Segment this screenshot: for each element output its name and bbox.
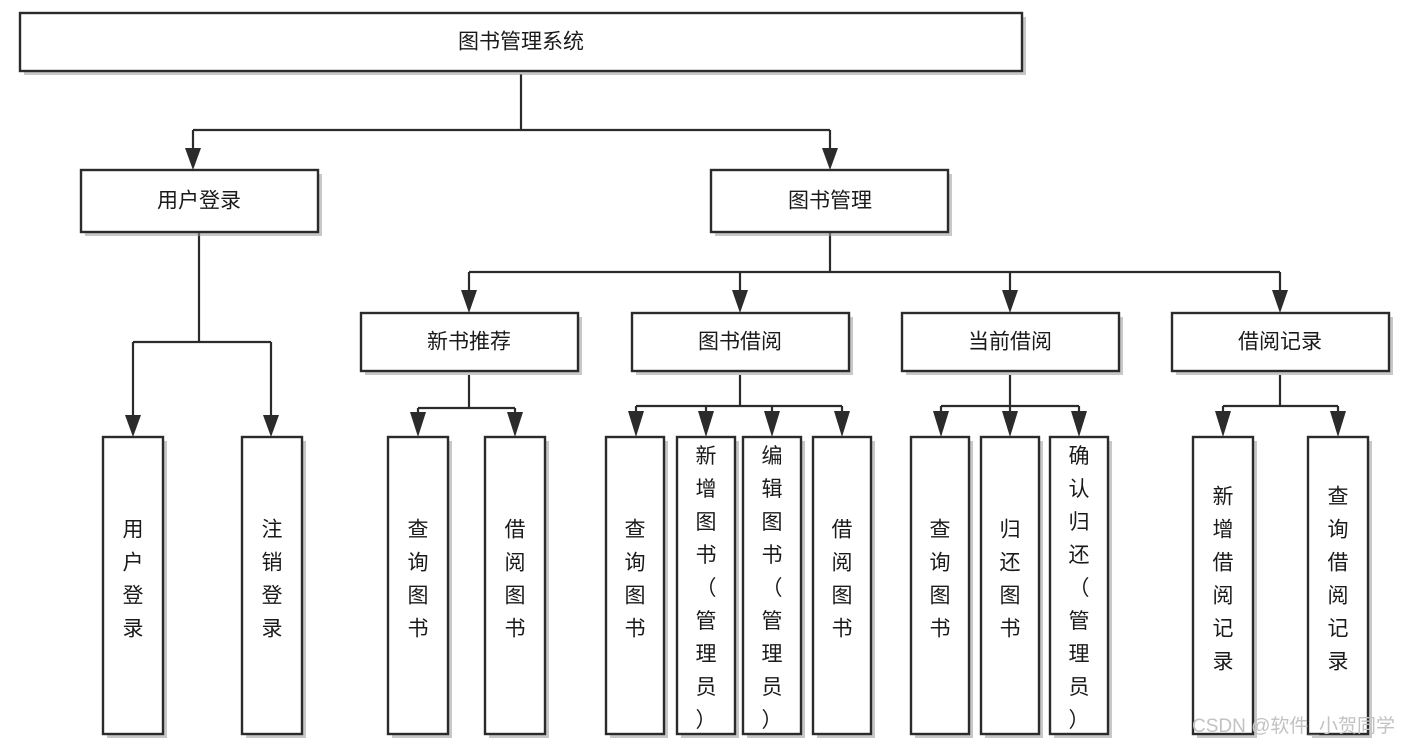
csdn-watermark: CSDN @软件_小贺同学 (1192, 715, 1395, 737)
arrow-to-leaf-query-book-2 (628, 411, 644, 437)
leaf-query-record-label: 查询借阅记录 (1328, 486, 1349, 674)
new-book-recommend-rect (359, 311, 580, 373)
arrow-to-leaf-borrow-book-2 (834, 411, 850, 437)
connector-borrowrecord-to-leaves (1221, 375, 1340, 414)
arrow-to-leaf-add-record (1215, 411, 1231, 437)
arrow-to-current-borrow (1002, 290, 1018, 313)
leaf-query-book-recommend[interactable]: 查询图书 (386, 435, 452, 738)
connector-root-to-level2-bus (191, 74, 832, 148)
leaf-add-book-label: 新增图书（管理员） (696, 445, 717, 732)
leaf-add-record-label: 新增借阅记录 (1213, 486, 1234, 674)
leaf-add-book-rect (675, 435, 737, 736)
connector-bookborrow-to-leaves (634, 375, 844, 414)
leaf-query-book-3-rect (909, 435, 971, 736)
leaf-user-login-rect (101, 435, 165, 736)
leaf-query-book-current[interactable]: 查询图书 (909, 435, 973, 738)
book-borrow-rect (630, 311, 851, 373)
leaf-edit-book-admin[interactable]: 编辑图书（管理员） (741, 435, 805, 738)
arrow-to-leaf-return-book (1002, 411, 1018, 437)
node-new-book-recommend[interactable]: 新书推荐 (359, 311, 582, 375)
node-current-borrow[interactable]: 当前借阅 (900, 311, 1123, 375)
leaf-query-book-1-label: 查询图书 (408, 519, 429, 641)
leaf-return-book-label: 归还图书 (1000, 519, 1021, 641)
leaf-user-login[interactable]: 用户登录 (101, 435, 167, 738)
root-label: 图书管理系统 (458, 31, 584, 54)
book-management-label: 图书管理 (788, 190, 872, 213)
leaf-logout[interactable]: 注销登录 (240, 435, 306, 738)
leaf-confirm-return-label: 确认归还（管理员） (1069, 445, 1090, 732)
connector-bookmgmt-to-level3-bus (467, 232, 1282, 290)
book-management-rect (709, 168, 950, 234)
arrow-to-leaf-logout (263, 415, 279, 437)
node-borrow-record[interactable]: 借阅记录 (1170, 311, 1393, 375)
arrow-to-borrow-record (1272, 290, 1288, 313)
node-user-login[interactable]: 用户登录 (79, 168, 322, 236)
leaf-confirm-return-admin[interactable]: 确认归还（管理员） (1048, 435, 1112, 738)
leaf-user-login-label: 用户登录 (123, 519, 144, 641)
arrow-to-leaf-user-login (125, 415, 141, 437)
leaf-query-book-2-rect (604, 435, 666, 736)
arrow-to-leaf-confirm-return (1071, 411, 1087, 437)
leaf-borrow-book-2-label: 借阅图书 (832, 519, 853, 641)
leaf-query-record-rect (1306, 435, 1370, 736)
leaf-borrow-book-borrow[interactable]: 借阅图书 (811, 435, 875, 738)
leaf-logout-rect (240, 435, 304, 736)
leaf-borrow-book-2-rect (811, 435, 873, 736)
current-borrow-rect (900, 311, 1121, 373)
node-root-system[interactable]: 图书管理系统 (18, 11, 1026, 75)
borrow-record-label: 借阅记录 (1238, 331, 1322, 354)
arrow-to-book-management (822, 148, 838, 170)
leaf-return-book[interactable]: 归还图书 (979, 435, 1043, 738)
new-book-recommend-label: 新书推荐 (427, 331, 511, 354)
connector-newbook-to-leaves (416, 375, 517, 415)
book-borrow-label: 图书借阅 (698, 331, 782, 354)
user-login-label: 用户登录 (157, 190, 241, 213)
node-book-borrow[interactable]: 图书借阅 (630, 311, 853, 375)
leaf-borrow-book-1-label: 借阅图书 (505, 519, 526, 641)
arrow-to-leaf-borrow-book-1 (507, 412, 523, 437)
leaf-query-book-3-label: 查询图书 (930, 519, 951, 641)
leaf-query-book-2-label: 查询图书 (625, 519, 646, 641)
user-login-rect (79, 168, 320, 234)
current-borrow-label: 当前借阅 (968, 331, 1052, 354)
node-book-management[interactable]: 图书管理 (709, 168, 952, 236)
connector-currentborrow-to-leaves (939, 375, 1081, 414)
leaf-add-record-rect (1191, 435, 1255, 736)
leaf-return-book-rect (979, 435, 1041, 736)
leaf-borrow-book-recommend[interactable]: 借阅图书 (483, 435, 549, 738)
arrow-to-new-book-recommend (461, 290, 477, 313)
leaf-query-borrow-record[interactable]: 查询借阅记录 (1306, 435, 1372, 738)
leaf-query-book-1-rect (386, 435, 450, 736)
borrow-record-rect (1170, 311, 1391, 373)
leaf-edit-book-rect (741, 435, 803, 736)
leaf-add-book-admin[interactable]: 新增图书（管理员） (675, 435, 739, 738)
arrow-to-leaf-query-record (1330, 411, 1346, 437)
connector-userlogin-to-leaves (131, 232, 273, 415)
leaf-borrow-book-1-rect (483, 435, 547, 736)
arrow-to-book-borrow (732, 290, 748, 313)
leaf-confirm-return-rect (1048, 435, 1110, 736)
arrow-to-leaf-edit-book (764, 411, 780, 437)
leaf-logout-label: 注销登录 (262, 519, 283, 641)
root-rect (18, 11, 1024, 73)
leaf-edit-book-label: 编辑图书（管理员） (762, 445, 783, 732)
leaf-query-book-borrow[interactable]: 查询图书 (604, 435, 668, 738)
leaf-add-borrow-record[interactable]: 新增借阅记录 (1191, 435, 1257, 738)
arrow-to-leaf-query-book-3 (933, 411, 949, 437)
arrow-to-leaf-query-book-1 (410, 412, 426, 437)
connector-layer (125, 74, 1346, 437)
arrow-to-leaf-add-book (698, 411, 714, 437)
arrow-to-user-login (185, 148, 201, 170)
